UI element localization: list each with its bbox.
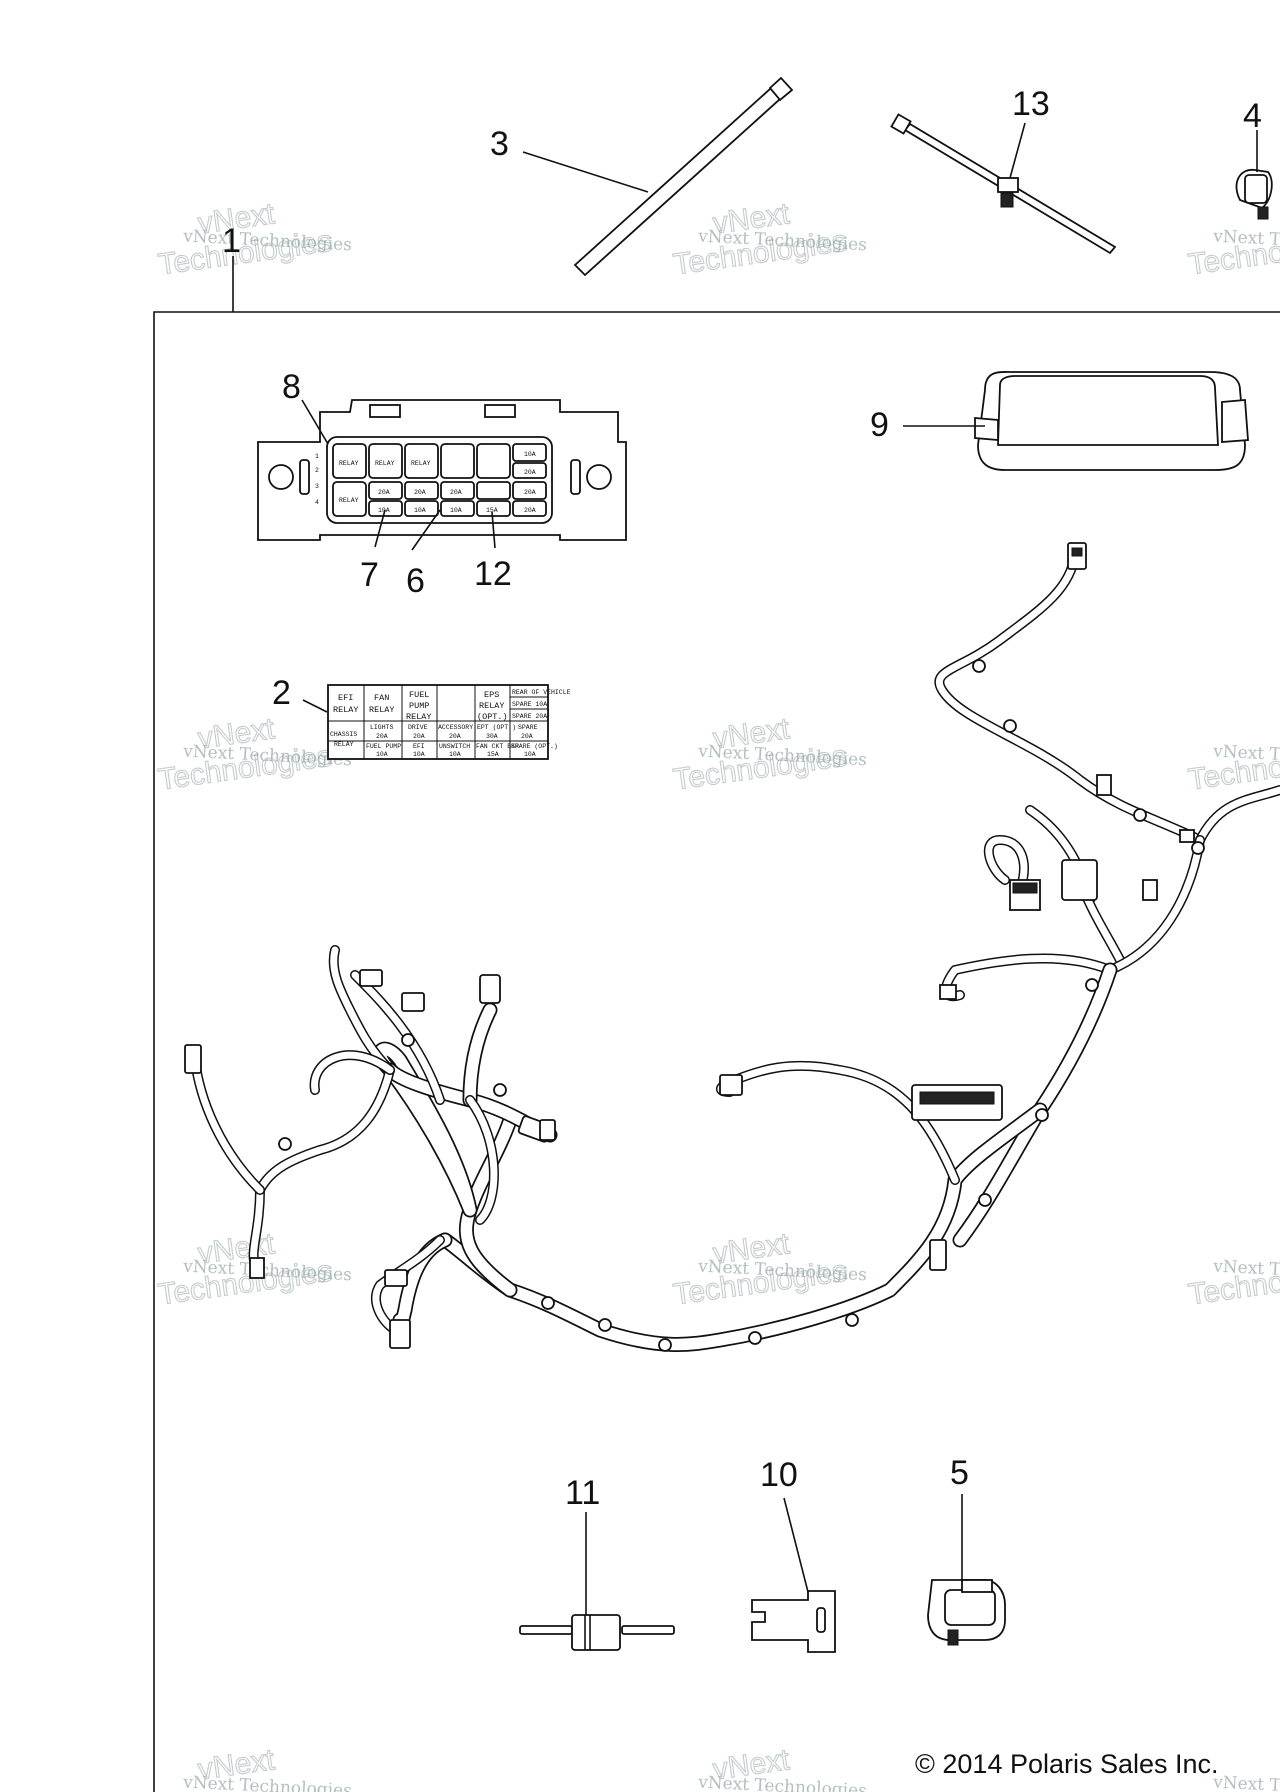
decal-text: EFI [338,693,353,703]
decal-text: 20A [376,733,388,740]
decal-text: SPARE (OPT.) [511,743,558,750]
fuse-cell-label: 10A [450,507,462,514]
decal-text: 30A [486,733,498,740]
decal-text: SPARE 20A [512,713,547,720]
decal-text: 20A [413,733,425,740]
push-mount-tie-part: 13 [890,85,1117,255]
decal-text: 10A [449,751,461,758]
assembly-frame: 1 [153,222,1280,1792]
fuse-side-number: 3 [315,483,319,490]
callout-12[interactable]: 12 [474,555,512,593]
decal-text: SPARE [518,724,538,731]
fuse-side-number: 1 [315,453,319,460]
fuse-label-decal: EFI RELAY FAN RELAY FUEL PUMP RELAY EPS … [272,674,571,760]
wiring-harness [184,542,1280,1352]
decal-text: 10A [524,751,536,758]
decal-text: RELAY [479,701,505,711]
fuse-cell-label: 10A [378,507,390,514]
fuse-side-number: 2 [315,467,319,474]
callout-4[interactable]: 4 [1243,97,1262,135]
fuse-cell-label: 20A [524,507,536,514]
fuse-cell-label: 20A [524,469,536,476]
fuse-cell-label: RELAY [339,497,359,504]
decal-text: RELAY [333,705,359,715]
decal-text: FAN CKT BKR [476,743,519,750]
fuse-cell-label: 20A [378,489,390,496]
relay-holder-part: 10 [751,1456,836,1653]
decal-text: FUEL PUMP [366,743,401,750]
decal-text: LIGHTS [370,724,394,731]
fuse-side-number: 4 [315,499,319,506]
decal-text: EFI [413,743,425,750]
clip-part: 4 [1235,97,1273,220]
decal-text: 10A [376,751,388,758]
fuse-cell-label: 20A [524,489,536,496]
decal-text: RELAY [334,741,354,748]
fuse-cell-label: 15A [486,507,498,514]
decal-text: 10A [413,751,425,758]
decal-text: PUMP [409,701,429,711]
cable-tie-part: 3 [490,76,794,277]
callout-1[interactable]: 1 [222,222,241,260]
decal-text: EPS [484,690,499,700]
fuse-box-part: RELAY RELAY RELAY 10A 20A RELAY 20A 20A … [257,368,627,600]
callout-2[interactable]: 2 [272,674,291,712]
decal-text: DRIVE [408,724,428,731]
callout-8[interactable]: 8 [282,368,301,406]
decal-text: ACCESSORY [438,724,473,731]
decal-text: RELAY [406,712,432,722]
decal-text: UNSWITCH [439,743,470,750]
callout-11[interactable]: 11 [565,1474,600,1512]
decal-text: REAR OF VEHICLE [512,689,571,696]
connector-part: 5 [927,1454,1006,1646]
callout-9[interactable]: 9 [870,406,889,444]
callout-13[interactable]: 13 [1012,85,1050,123]
decal-text: 15A [487,751,499,758]
decal-text: FAN [374,693,389,703]
fuse-slots [332,443,547,517]
decal-text: FUEL [409,690,429,700]
fuse-cell-label: RELAY [375,460,395,467]
decal-text: SPARE 10A [512,701,547,708]
decal-text: CHASSIS [330,731,357,738]
fuse-cell-label: 10A [524,451,536,458]
fuse-cover-part: 9 [870,371,1249,471]
callout-7[interactable]: 7 [360,556,379,594]
inline-fuse-part: 11 [519,1474,675,1651]
fuse-cell-label: 10A [414,507,426,514]
decal-text: (OPT.) [477,712,508,722]
decal-text: 20A [449,733,461,740]
decal-text: EPT (OPT.) [477,724,516,731]
decal-text: 20A [521,733,533,740]
callout-6[interactable]: 6 [406,562,425,600]
callout-10[interactable]: 10 [760,1456,798,1494]
fuse-cell-label: RELAY [411,460,431,467]
fuse-cell-label: 20A [450,489,462,496]
fuse-cell-label: 20A [414,489,426,496]
watermark-text: vNext Technologies [1212,1772,1280,1792]
copyright-text: © 2014 Polaris Sales Inc. [915,1749,1219,1779]
decal-text: RELAY [369,705,395,715]
callout-5[interactable]: 5 [950,1454,969,1492]
fuse-cell-label: RELAY [339,460,359,467]
callout-3[interactable]: 3 [490,125,509,163]
